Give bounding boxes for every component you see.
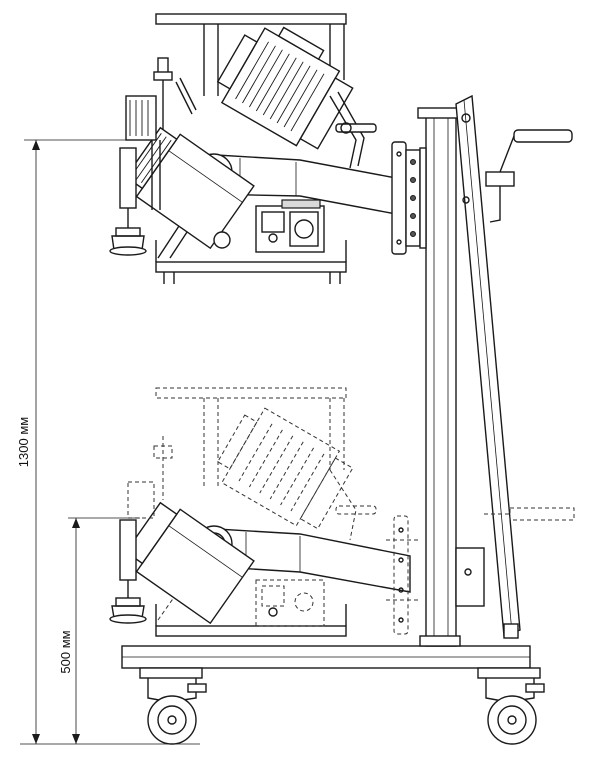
lower-head <box>124 501 255 625</box>
cart-base <box>121 645 545 745</box>
upper-motor <box>216 26 354 150</box>
upper-tool-post <box>109 57 197 256</box>
lower-motor <box>217 407 354 530</box>
upper-control-box <box>213 199 325 253</box>
upper-flange <box>391 141 427 255</box>
left-caster <box>139 667 207 745</box>
crank-handle <box>485 129 573 223</box>
right-caster <box>477 667 545 745</box>
lower-machine <box>109 387 420 637</box>
lower-flange <box>386 515 420 635</box>
lower-control-box <box>255 579 325 627</box>
dimension-1300: 1300 мм <box>16 139 128 744</box>
lower-tool-post <box>109 436 173 624</box>
lift-column <box>417 94 575 647</box>
dimension-500-label: 500 мм <box>58 630 73 673</box>
dimension-500: 500 мм <box>58 517 140 744</box>
dimension-1300-label: 1300 мм <box>16 417 31 467</box>
upper-lock-lever <box>329 91 377 169</box>
upper-machine <box>109 13 427 284</box>
